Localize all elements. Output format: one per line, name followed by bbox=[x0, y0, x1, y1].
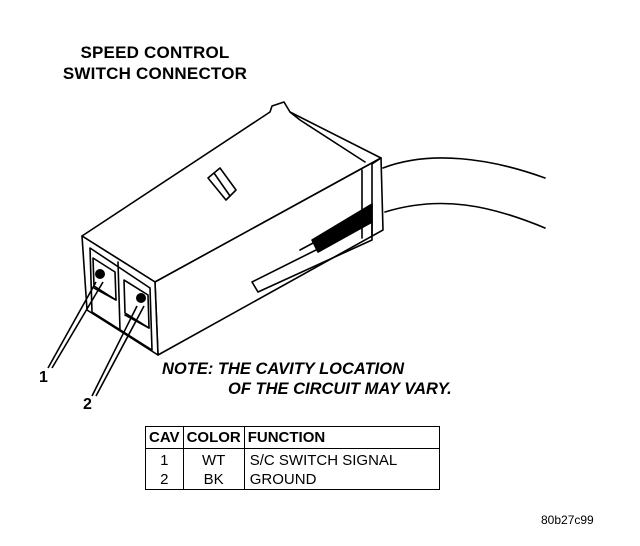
note-line-2: OF THE CIRCUIT MAY VARY. bbox=[228, 380, 452, 398]
cell-function: GROUND bbox=[243, 470, 440, 490]
cavity-divider bbox=[117, 261, 121, 331]
cell-function: S/C SWITCH SIGNAL bbox=[243, 448, 440, 470]
table-row: 2 BK GROUND bbox=[145, 470, 440, 490]
leader-1 bbox=[47, 281, 97, 369]
housing-front bbox=[81, 235, 159, 356]
leader-2 bbox=[91, 305, 138, 397]
header-color: COLOR bbox=[182, 426, 245, 449]
table-row: 1 WT S/C SWITCH SIGNAL bbox=[145, 448, 440, 470]
header-cav: CAV bbox=[145, 426, 184, 449]
callout-1: 1 bbox=[39, 369, 48, 386]
terminal-2 bbox=[136, 293, 146, 303]
header-function: FUNCTION bbox=[243, 426, 440, 449]
title-line-2: SWITCH CONNECTOR bbox=[62, 64, 248, 83]
title-line-1: SPEED CONTROL bbox=[80, 43, 230, 62]
callout-2: 2 bbox=[83, 396, 92, 413]
rear-flange-edge bbox=[289, 111, 366, 163]
reference-code: 80b27c99 bbox=[541, 513, 594, 527]
cell-cav: 1 bbox=[145, 448, 184, 470]
pinout-table: CAV COLOR FUNCTION 1 WT S/C SWITCH SIGNA… bbox=[145, 426, 440, 490]
diagram-title: SPEED CONTROL SWITCH CONNECTOR bbox=[30, 42, 280, 84]
cell-color: WT bbox=[182, 448, 245, 470]
wire-upper bbox=[382, 157, 546, 179]
wire-lower bbox=[384, 202, 546, 229]
note-line-1: NOTE: THE CAVITY LOCATION bbox=[162, 360, 404, 378]
side-latch-lower bbox=[251, 221, 373, 293]
table-header-row: CAV COLOR FUNCTION bbox=[145, 426, 440, 449]
cell-cav: 2 bbox=[145, 470, 184, 490]
cell-color: BK bbox=[182, 470, 245, 490]
locking-tab bbox=[207, 167, 237, 201]
terminal-1 bbox=[95, 269, 105, 279]
